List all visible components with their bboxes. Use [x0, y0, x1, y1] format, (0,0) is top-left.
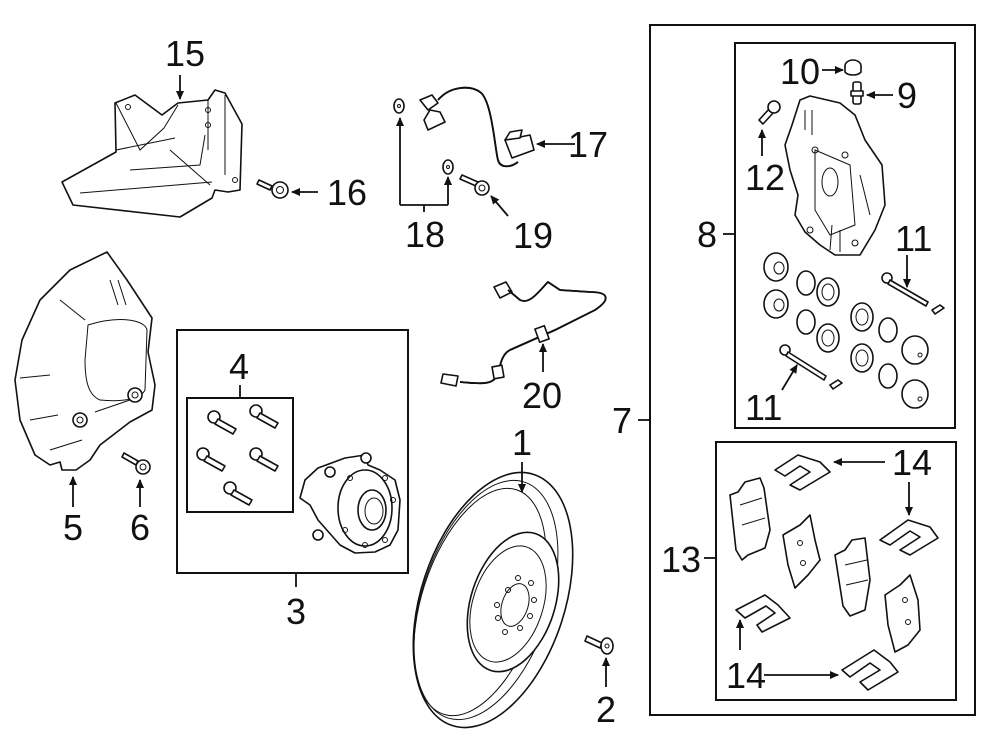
callout-11-lower[interactable]: 11: [745, 387, 782, 428]
hub-bolts-part-4[interactable]: [196, 404, 279, 506]
harness-part-20[interactable]: [440, 280, 607, 387]
leader-18-bracket: [400, 204, 448, 212]
pad-clip-part-14-b[interactable]: [879, 519, 939, 556]
harness-part-17[interactable]: [419, 86, 535, 168]
callout-4[interactable]: 4: [229, 346, 249, 387]
bleeder-cap-part-10[interactable]: [844, 59, 862, 76]
splash-shield-part-5[interactable]: [14, 251, 156, 471]
callout-20[interactable]: 20: [522, 375, 562, 416]
callout-15[interactable]: 15: [165, 33, 205, 74]
callout-7[interactable]: 7: [612, 400, 632, 441]
callout-17[interactable]: 17: [568, 124, 608, 165]
brake-rotor-part-1[interactable]: [384, 452, 603, 735]
pistons-and-seals[interactable]: [763, 252, 929, 409]
bolt-part-6[interactable]: [121, 452, 151, 475]
callout-10[interactable]: 10: [780, 51, 820, 92]
caliper-part-8[interactable]: [784, 95, 886, 256]
hub-assembly-group-box: [176, 329, 409, 574]
guide-pin-part-11-upper[interactable]: [881, 272, 945, 315]
hub-bearing-part-3[interactable]: [299, 452, 401, 554]
pad-clip-part-14-a[interactable]: [774, 454, 831, 491]
rotor-screw-part-2[interactable]: [584, 635, 614, 655]
callout-5[interactable]: 5: [63, 507, 83, 548]
callout-9[interactable]: 9: [897, 75, 917, 116]
bracket-part-15[interactable]: [61, 89, 243, 218]
washer-part-18[interactable]: [393, 98, 454, 175]
callout-8[interactable]: 8: [697, 214, 717, 255]
callout-14-c[interactable]: 14: [726, 655, 766, 696]
callout-6[interactable]: 6: [130, 507, 150, 548]
pad-clip-part-14-d[interactable]: [841, 649, 899, 691]
callout-11-upper[interactable]: 11: [895, 218, 932, 259]
bolt-part-16[interactable]: [256, 179, 289, 199]
callout-12[interactable]: 12: [745, 157, 785, 198]
caliper-bolt-part-12[interactable]: [758, 100, 781, 125]
callout-16[interactable]: 16: [327, 172, 367, 213]
callout-1[interactable]: 1: [512, 422, 532, 463]
callout-18[interactable]: 18: [405, 214, 445, 255]
callout-14-a[interactable]: 14: [892, 442, 932, 483]
brake-pads-box: [715, 441, 957, 701]
callout-3[interactable]: 3: [286, 591, 306, 632]
callout-13[interactable]: 13: [661, 539, 701, 580]
bleeder-screw-part-9[interactable]: [850, 81, 864, 105]
caliper-and-pads-group-box: [649, 24, 976, 716]
leader-19: [490, 195, 509, 217]
bolt-part-19[interactable]: [459, 174, 490, 196]
callout-2[interactable]: 2: [596, 689, 616, 730]
callout-19[interactable]: 19: [513, 215, 553, 256]
brake-pads-part-13[interactable]: [729, 477, 921, 653]
pad-clip-part-14-c[interactable]: [735, 594, 791, 633]
guide-pin-part-11-lower[interactable]: [779, 344, 843, 390]
caliper-assembly-box: [734, 42, 956, 429]
leader-11-lower: [781, 364, 798, 391]
